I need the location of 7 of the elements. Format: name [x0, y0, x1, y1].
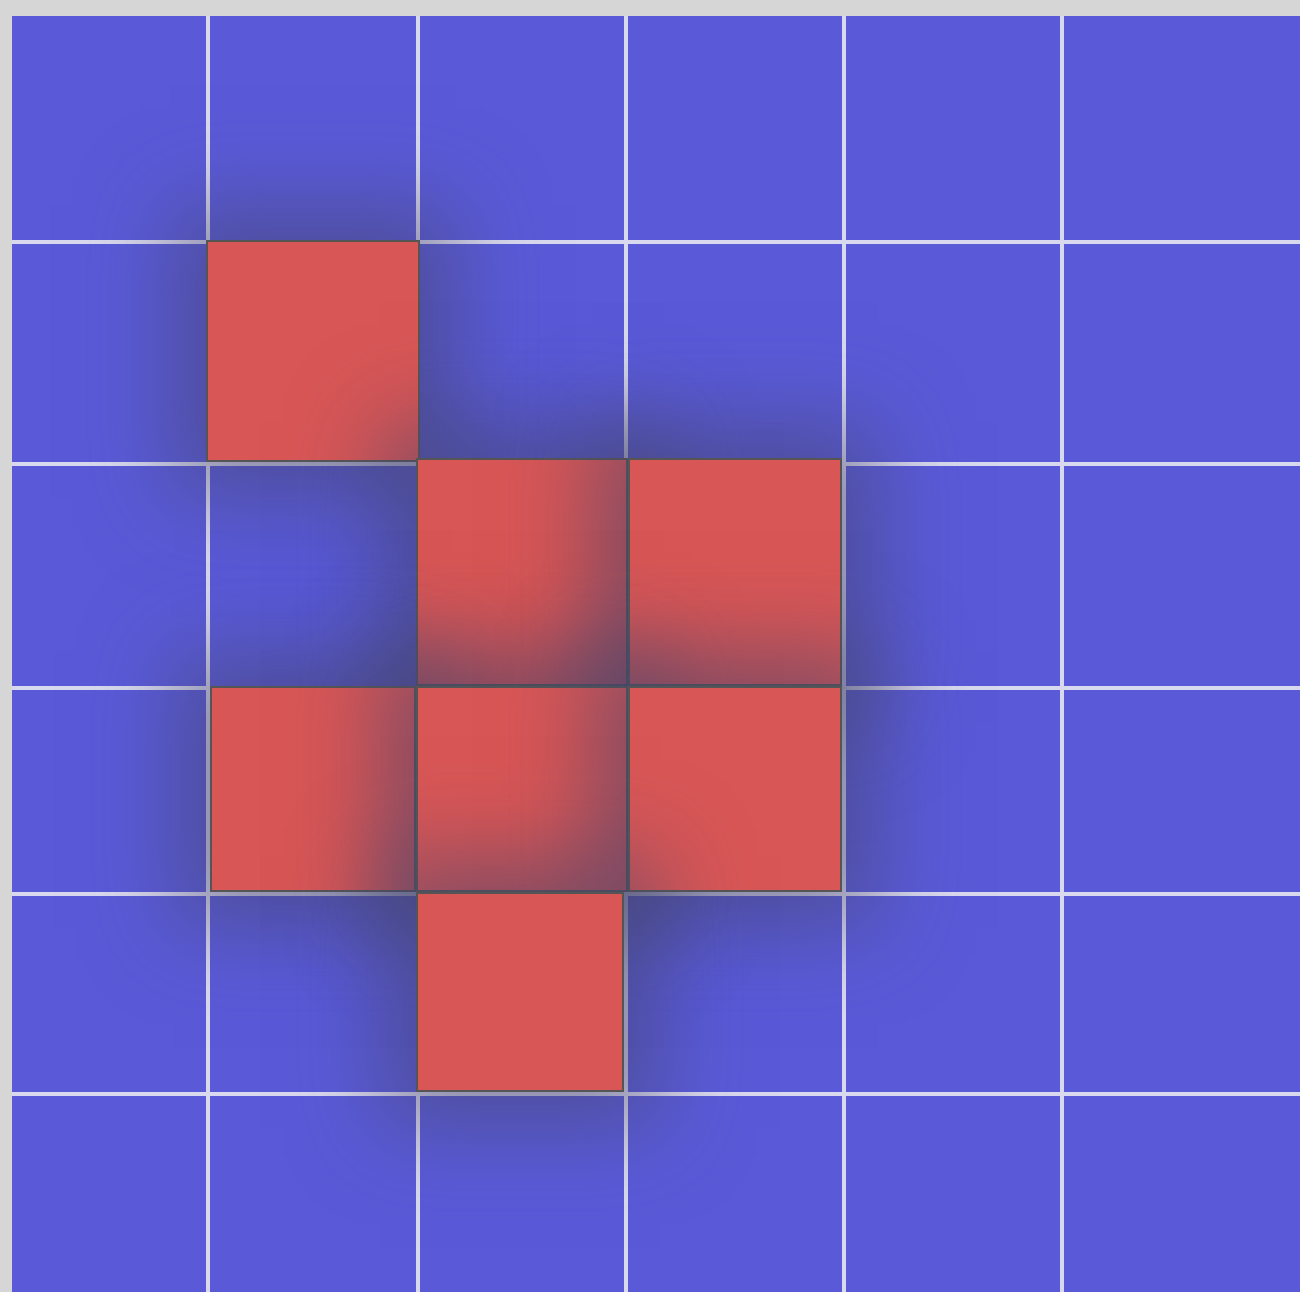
- filled-square: [416, 686, 628, 892]
- filled-square: [628, 458, 842, 686]
- filled-square: [416, 892, 624, 1092]
- filled-square: [628, 686, 842, 892]
- filled-square: [206, 240, 420, 462]
- filled-square: [416, 458, 628, 686]
- filled-square: [210, 686, 416, 892]
